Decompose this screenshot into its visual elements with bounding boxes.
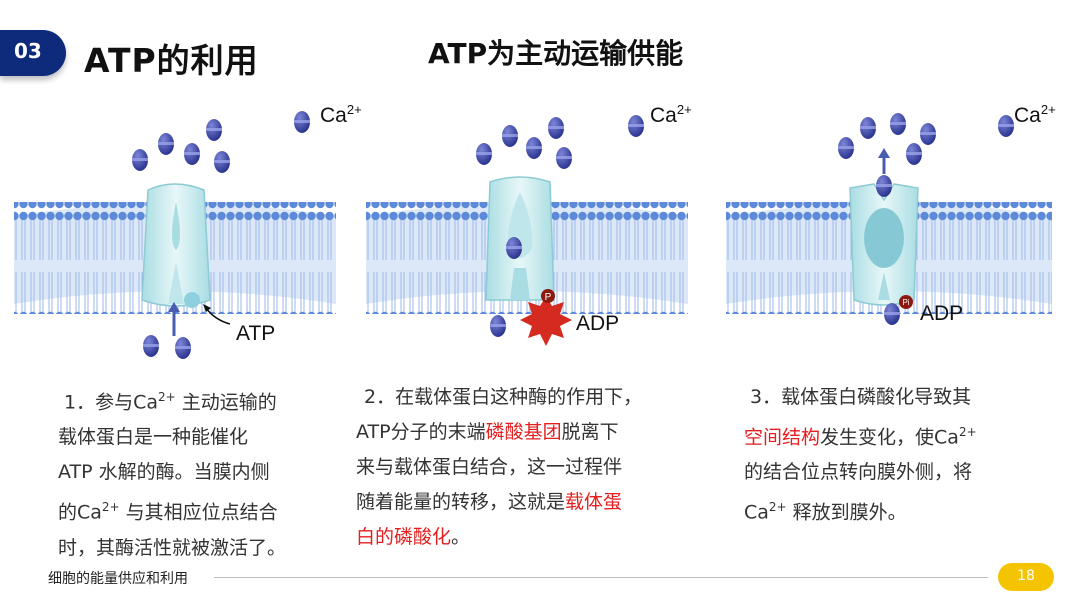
ca-ion-label-1: Ca2+ [320,102,362,127]
caption-step-1: 1．参与Ca2+ 主动运输的 载体蛋白是一种能催化 ATP 水解的酶。当膜内侧 … [58,390,287,559]
carrier-protein [849,183,919,306]
footer-chapter-title: 细胞的能量供应和利用 [48,571,188,587]
caption-step-3: 3．载体蛋白磷酸化导致其 空间结构发生变化，使Ca2+ 的结合位点转向膜外侧，将… [744,386,977,524]
phosphate-symbol: Pi [902,298,909,307]
ca-ion-label-3: Ca2+ [1014,102,1056,127]
adp-label-2: ADP [576,312,620,335]
footer-divider [214,577,988,578]
phosphate-symbol: P [545,292,552,303]
page-number-badge: 18 [998,563,1054,591]
panel-3-diagram: Pi Ca2+ ADP [722,98,1056,348]
section-title: ATP的利用 [84,41,259,80]
adp-label-3: ADP [920,302,964,325]
carrier-protein [485,176,555,301]
phosphate-badge [899,295,913,309]
panel-1-diagram: Ca2+ ATP [10,98,362,363]
phosphate-burst [520,296,572,346]
membrane-diagram-3: Pi [726,113,1052,325]
ca-ion-label-2: Ca2+ [650,102,692,127]
atp-label: ATP [236,322,276,345]
panel-2-diagram: P Ca2+ ADP [362,98,692,358]
membrane-diagram-2: P [366,115,688,346]
caption-step-2: 2．在载体蛋白这种酶的作用下， ATP分子的末端磷酸基团脱离下 来与载体蛋白结合… [356,386,643,548]
slide-title: ATP为主动运输供能 [428,37,684,70]
phosphate-badge [541,289,555,303]
carrier-protein [141,183,211,308]
membrane-diagram-1 [14,111,336,359]
section-badge: 03 [0,30,66,76]
page-number: 18 [1017,568,1035,584]
section-number: 03 [14,39,42,63]
